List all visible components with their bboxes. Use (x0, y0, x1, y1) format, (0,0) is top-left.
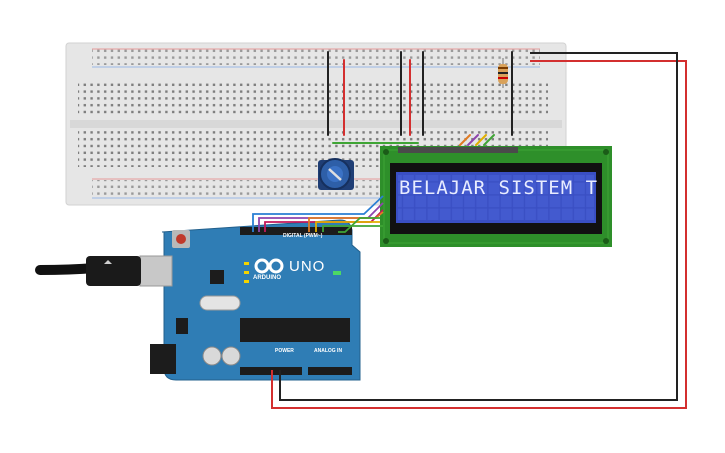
arduino-board (139, 219, 361, 381)
arduino-brand-label: ARDUINO (253, 275, 281, 281)
breadboard-wires (327, 51, 513, 146)
wire-lcd-d5 (467, 134, 479, 146)
analog-header (308, 367, 352, 375)
regulator (176, 318, 188, 334)
wire-green-2 (338, 217, 380, 233)
atmega-chip (240, 318, 350, 342)
digital-header-label: DIGITAL (PWM~) (283, 233, 323, 239)
led-l (244, 262, 249, 265)
wire-lcd-d4 (459, 134, 471, 146)
capacitor (202, 346, 222, 366)
lcd-mount-hole (603, 238, 609, 244)
lcd-mount-hole (383, 149, 389, 155)
usb-cable[interactable] (35, 256, 141, 286)
capacitor (221, 346, 241, 366)
arduino-model-label: UNO (289, 258, 326, 275)
lcd-module (380, 146, 612, 247)
usb-chip (210, 270, 224, 284)
top-power-rail-holes (92, 49, 540, 65)
wire-lcd-d6 (475, 134, 487, 146)
lcd-cells (398, 175, 594, 220)
top-terminal-holes (78, 80, 548, 116)
power-wires (271, 52, 687, 409)
signal-wires (252, 195, 384, 233)
digital-header (240, 227, 352, 235)
wire-lcd-d7 (483, 134, 495, 146)
led-on (333, 271, 341, 275)
lcd-mount-hole (383, 238, 389, 244)
lcd-mount-hole (603, 149, 609, 155)
lcd-pin-header (398, 147, 518, 153)
wire-green (322, 225, 383, 232)
analog-header-label: ANALOG IN (314, 348, 343, 354)
wire-blue (252, 195, 384, 232)
wire-black-gnd (279, 52, 678, 401)
usb-port (139, 255, 173, 287)
lcd-display-text: BELAJAR SISTEM T (399, 177, 599, 199)
arduino-logo (254, 258, 284, 274)
center-channel (70, 120, 562, 128)
wire-red-5v (271, 60, 687, 409)
wire-yellow (315, 221, 380, 232)
dc-jack (150, 344, 176, 374)
potentiometer[interactable] (318, 158, 354, 190)
wire-orange (308, 211, 384, 232)
resistor[interactable] (498, 58, 508, 88)
power-header-label: POWER (275, 348, 294, 354)
led-rx (244, 280, 249, 283)
led-tx (244, 271, 249, 274)
crystal (199, 295, 241, 311)
